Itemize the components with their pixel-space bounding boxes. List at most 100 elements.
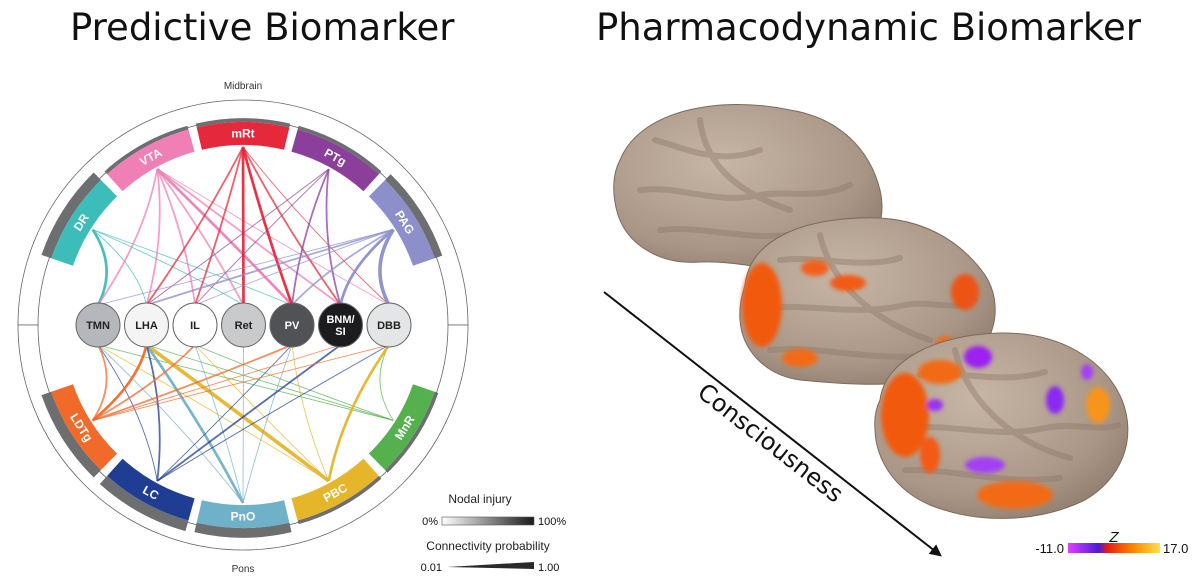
segment-mnr xyxy=(368,384,435,471)
brain-surface-3 xyxy=(874,332,1129,519)
brain-surfaces: Consciousness Z -11.0 17.0 xyxy=(603,103,1188,557)
connectivity-min: 0.01 xyxy=(421,562,442,574)
connection-ptg-bnm xyxy=(325,168,342,306)
connection-vta-bnm xyxy=(156,168,342,306)
connection-ptg-pv xyxy=(291,168,330,306)
connection-ldtg-bnm xyxy=(92,344,341,421)
connection-ldtg-dbb xyxy=(92,344,390,421)
node-label-bnm: BNM/ xyxy=(326,314,354,326)
injury-band-vta xyxy=(104,125,189,175)
wheel-outer-ring xyxy=(17,99,469,551)
connection-dr-tmn xyxy=(91,228,108,306)
segment-ldtg xyxy=(51,384,118,471)
node-circle-lha xyxy=(124,302,169,348)
node-il: IL xyxy=(172,302,218,348)
connection-vta-lha xyxy=(145,168,161,306)
colorbar-max: 17.0 xyxy=(1163,541,1188,556)
nodal-injury-max: 100% xyxy=(538,516,566,528)
connection-lc-bnm xyxy=(156,344,342,482)
connection-vta-dbb xyxy=(157,168,390,306)
connection-ptg-il xyxy=(194,168,330,306)
pharmacodynamic-biomarker-title: Pharmacodynamic Biomarker xyxy=(596,6,1141,49)
connection-pno-lha xyxy=(145,344,245,504)
connectivity-max: 1.00 xyxy=(538,562,559,574)
pons-label: Pons xyxy=(232,564,255,575)
injury-band-ptg xyxy=(297,125,382,175)
midbrain-label: Midbrain xyxy=(224,81,262,92)
injury-band-lc xyxy=(99,475,189,532)
connection-lc-pv xyxy=(156,344,293,482)
connection-pag-bnm xyxy=(339,228,395,306)
node-label-bnm: SI xyxy=(335,326,345,338)
connection-pbc-il xyxy=(194,344,330,482)
connection-pno-ret xyxy=(242,344,244,504)
node-label-dbb: DBB xyxy=(377,320,401,332)
node-pv: PV xyxy=(269,302,315,348)
segment-label-mrt: mRt xyxy=(231,127,254,141)
connection-pag-pv xyxy=(291,228,394,306)
connection-vta-pv xyxy=(156,168,293,306)
connectivity-probability-title: Connectivity probability xyxy=(426,539,549,553)
node-circle-ret xyxy=(221,302,266,348)
connection-pbc-dbb xyxy=(327,344,391,482)
connection-dr-lha xyxy=(92,229,147,306)
segment-vta xyxy=(107,129,195,192)
connection-mnr-il xyxy=(194,344,394,421)
connection-lines xyxy=(91,146,395,504)
connection-pag-il xyxy=(194,229,394,306)
connection-mrt-pv xyxy=(241,146,294,306)
connection-pbc-lha xyxy=(145,343,330,483)
injury-band-pag xyxy=(385,174,443,259)
connection-ldtg-tmn xyxy=(91,344,108,421)
connection-pno-pv xyxy=(242,344,293,504)
node-lha: LHA xyxy=(124,302,169,348)
connection-lc-lha xyxy=(145,344,161,482)
connection-ldtg-lha xyxy=(91,344,148,422)
colorbar-min: -11.0 xyxy=(1035,541,1064,556)
connection-pag-lha xyxy=(146,228,394,306)
hub-nodes: TMN LHA IL Ret PV BNM/SI DBB xyxy=(75,302,412,348)
colorbar-title: Z xyxy=(1108,529,1119,546)
connection-dr-ret xyxy=(92,229,244,306)
injury-band-mnr xyxy=(385,391,439,473)
nodal-injury-min: 0% xyxy=(422,516,438,528)
consciousness-label: Consciousness xyxy=(692,378,848,509)
connection-vta-tmn xyxy=(97,168,159,306)
predictive-biomarker-title: Predictive Biomarker xyxy=(70,6,455,49)
connection-mrt-bnm xyxy=(242,146,342,306)
connection-pag-tmn xyxy=(97,229,394,306)
connection-mrt-il xyxy=(194,146,244,306)
connection-pbc-pv xyxy=(291,344,330,482)
connection-lc-tmn xyxy=(97,344,158,482)
node-label-il: IL xyxy=(190,320,200,332)
connection-pno-il xyxy=(194,344,244,504)
injury-band-pbc xyxy=(297,475,382,525)
connection-pno-tmn xyxy=(97,344,244,504)
wheel-legend: Nodal injury 0% 100% Connectivity probab… xyxy=(421,492,567,574)
connection-dr-pv xyxy=(92,229,293,306)
segment-label-lc: LC xyxy=(140,483,161,503)
segment-pag xyxy=(368,179,435,266)
connection-mnr-lha xyxy=(146,344,394,421)
connection-mnr-tmn xyxy=(97,344,394,421)
injury-band-pno xyxy=(194,522,292,538)
segment-pno xyxy=(196,500,290,529)
node-label-pv: PV xyxy=(285,320,300,332)
node-label-lha: LHA xyxy=(135,320,158,332)
connection-ldtg-il xyxy=(92,344,196,422)
segment-dr xyxy=(51,179,118,266)
injury-band-dr xyxy=(41,172,101,259)
connection-mrt-dbb xyxy=(242,146,390,306)
connection-ptg-lha xyxy=(146,168,330,306)
connection-mrt-lha xyxy=(145,146,244,306)
node-tmn: TMN xyxy=(75,302,121,348)
node-label-ret: Ret xyxy=(235,320,253,332)
node-ret: Ret xyxy=(221,302,266,348)
node-circle-dbb xyxy=(366,302,412,348)
connection-ldtg-pv xyxy=(92,344,293,422)
z-colorbar xyxy=(1068,543,1160,553)
consciousness-arrow xyxy=(603,291,942,557)
node-circle-pv xyxy=(269,302,315,348)
